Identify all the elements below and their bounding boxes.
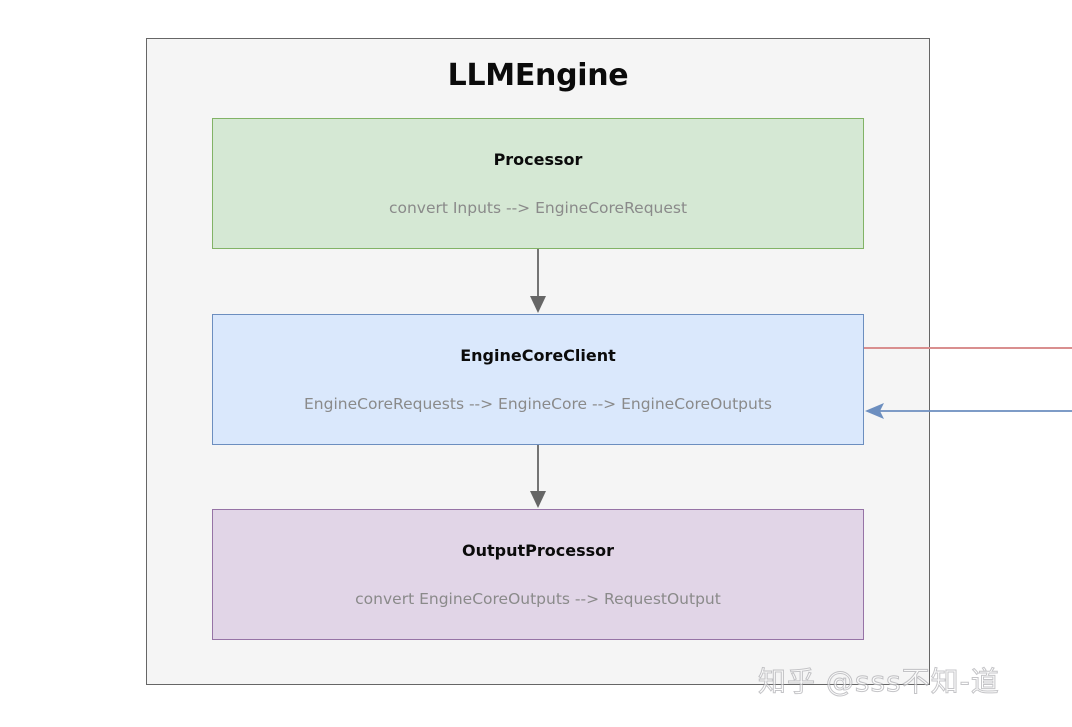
node-outputprocessor[interactable]: OutputProcessor convert EngineCoreOutput… (212, 509, 864, 640)
subgraph-title: LLMEngine (447, 58, 629, 93)
watermark: 知乎 @sss不知-道 (758, 665, 1000, 699)
node-enginecoreclient-title: EngineCoreClient (460, 345, 616, 365)
node-processor[interactable]: Processor convert Inputs --> EngineCoreR… (212, 118, 864, 249)
node-enginecoreclient[interactable]: EngineCoreClient EngineCoreRequests --> … (212, 314, 864, 445)
node-processor-title: Processor (493, 149, 583, 169)
node-processor-subtitle: convert Inputs --> EngineCoreRequest (388, 198, 688, 217)
node-outputprocessor-title: OutputProcessor (461, 540, 614, 560)
node-outputprocessor-subtitle: convert EngineCoreOutputs --> RequestOut… (355, 589, 721, 608)
node-enginecoreclient-subtitle: EngineCoreRequests --> EngineCore --> En… (304, 394, 772, 413)
